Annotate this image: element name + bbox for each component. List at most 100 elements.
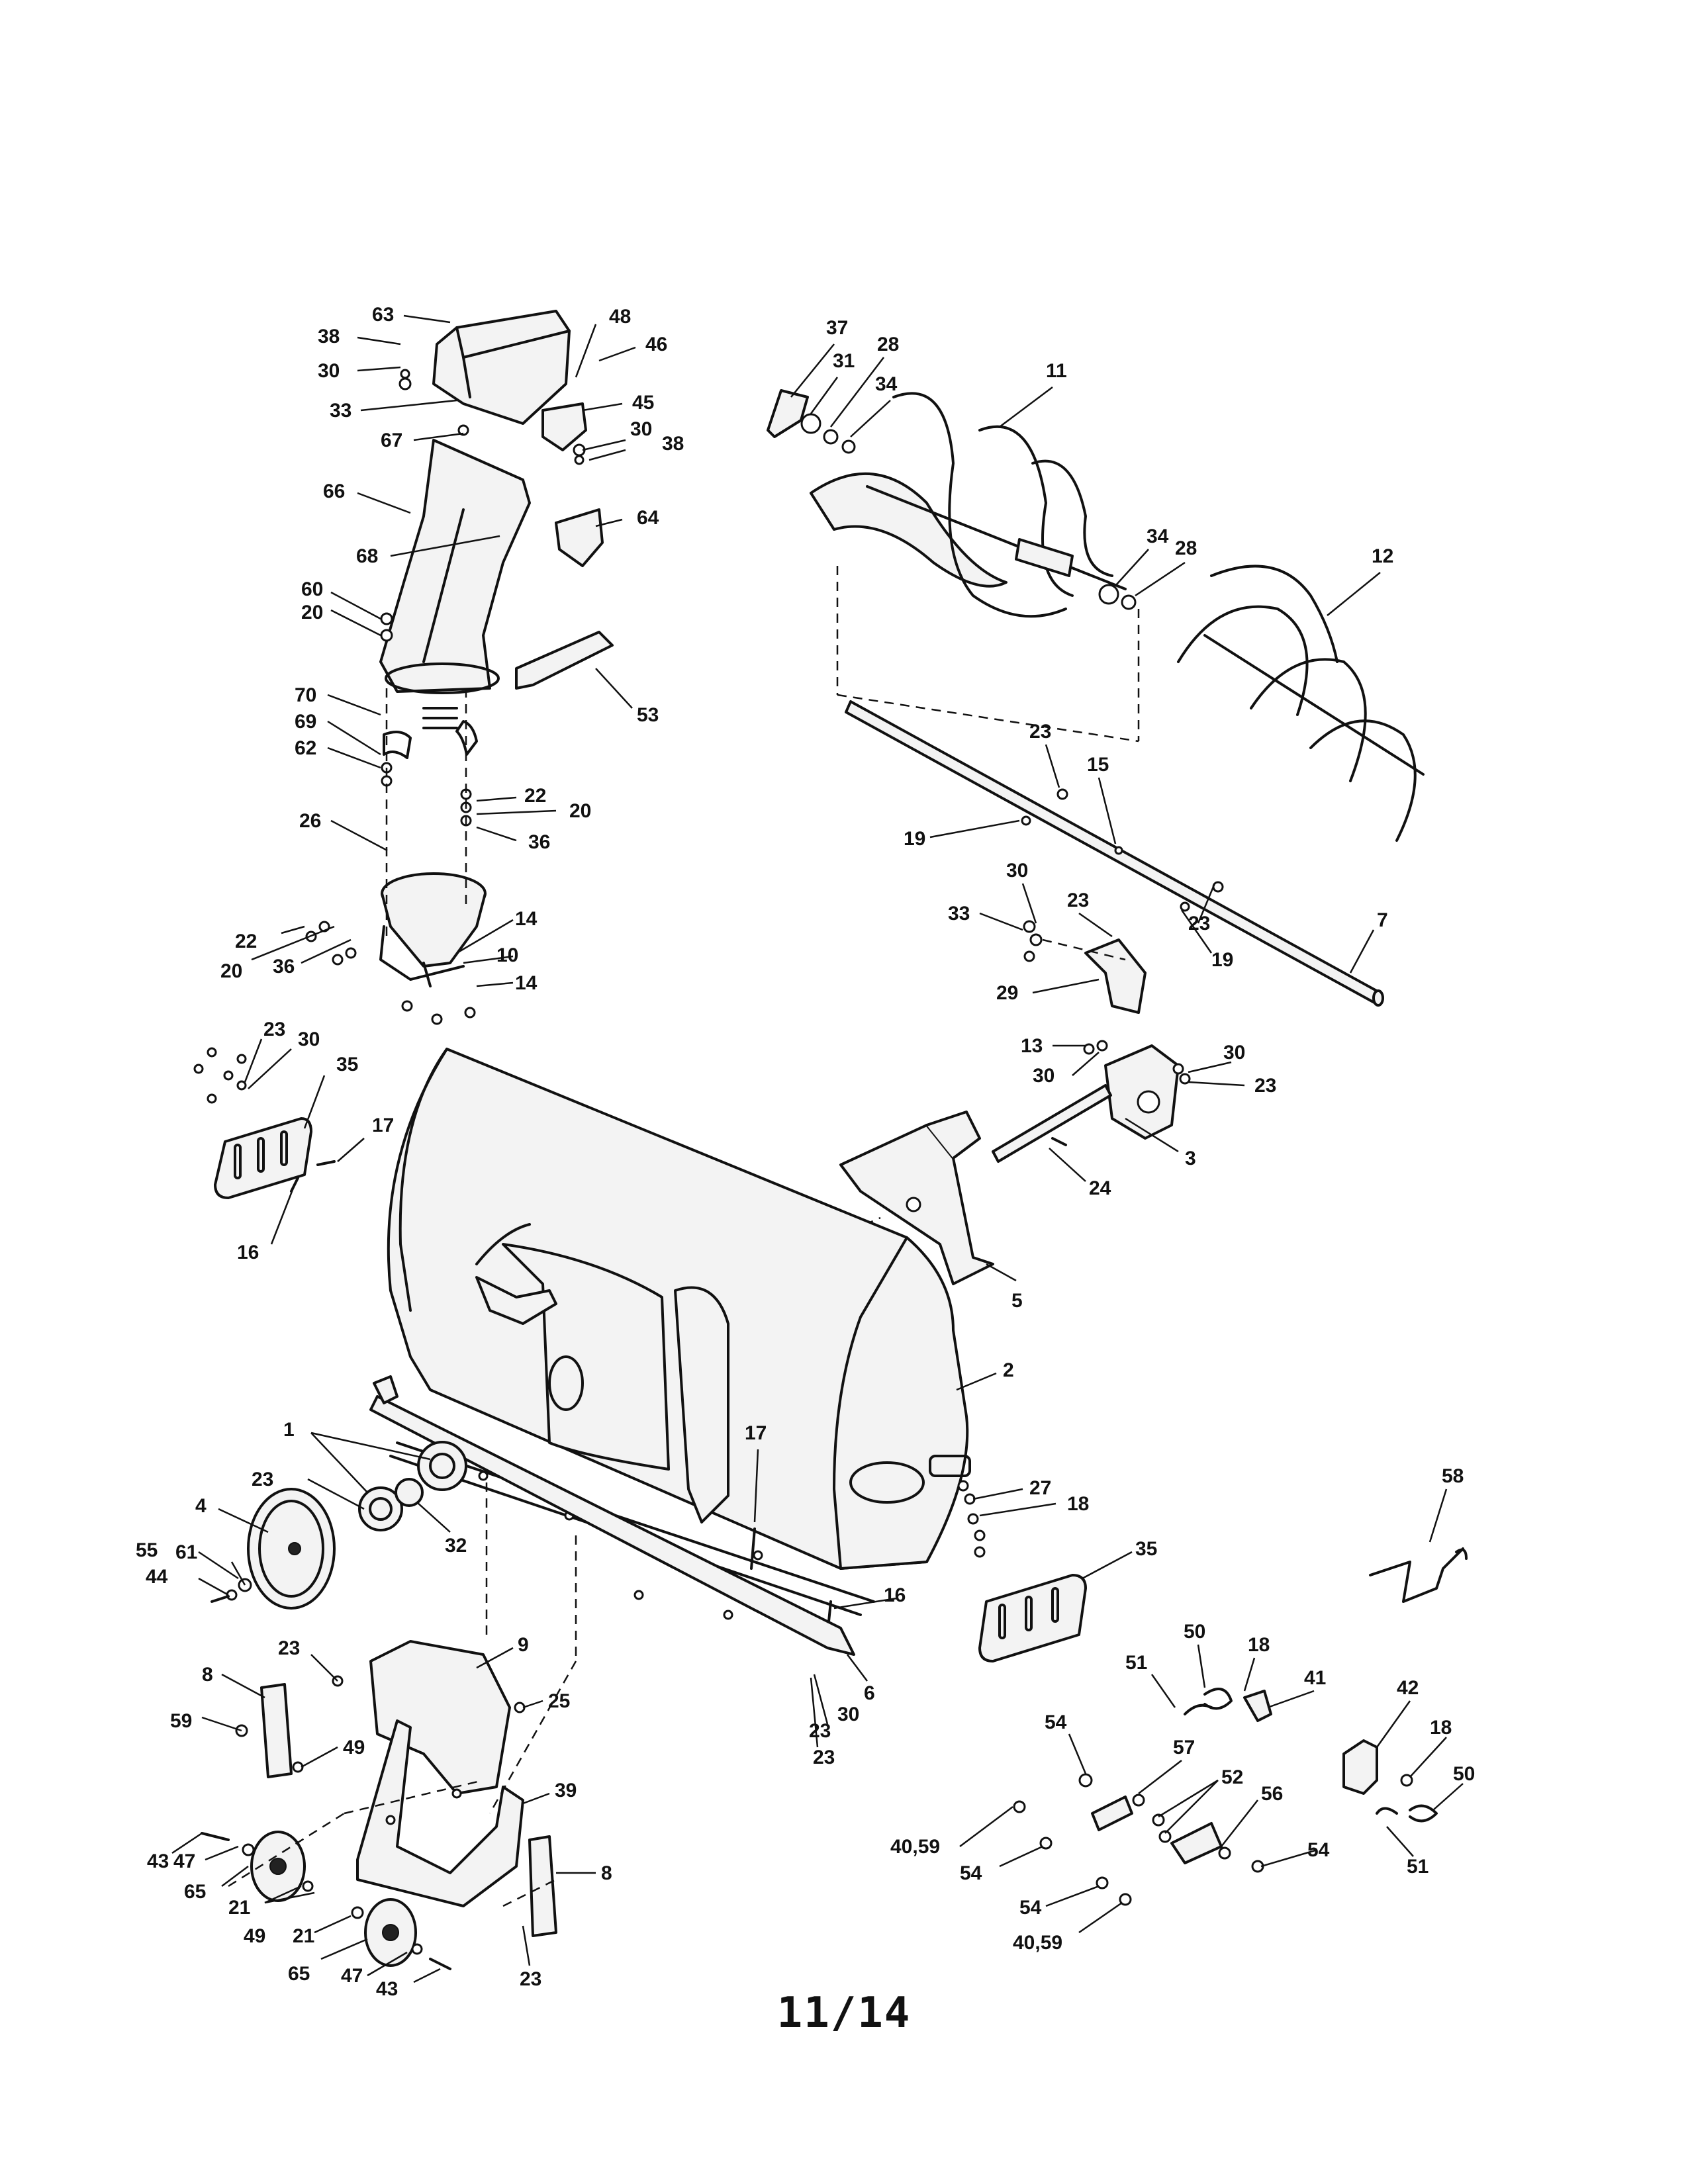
part-labels: 63 38 30 48 46 33 45 67 30 38 66 68 64 6… xyxy=(136,304,1475,2000)
part-label: 20 xyxy=(301,602,323,623)
part-label: 25 xyxy=(548,1690,570,1712)
idler-bracket-39 xyxy=(356,1719,524,1907)
part-label: 19 xyxy=(1211,949,1233,971)
part-label: 31 xyxy=(833,350,855,372)
part-label: 62 xyxy=(295,737,316,759)
gearbox-3 xyxy=(992,1040,1191,1163)
part-label: 68 xyxy=(356,545,378,567)
part-label: 4 xyxy=(195,1495,207,1517)
part-label: 14 xyxy=(515,972,538,994)
part-label: 65 xyxy=(184,1881,206,1903)
auger-pulley-4 xyxy=(211,1488,336,1610)
part-label: 23 xyxy=(1254,1075,1276,1097)
part-label: 30 xyxy=(1006,860,1028,882)
auger-dashed-box xyxy=(836,566,1140,743)
part-label: 30 xyxy=(318,360,340,382)
shift-rod-58 xyxy=(1369,1547,1468,1603)
part-label: 7 xyxy=(1377,909,1388,931)
part-label: 1 xyxy=(283,1419,295,1441)
part-label: 30 xyxy=(298,1028,320,1050)
part-label: 28 xyxy=(1175,537,1197,559)
part-label: 43 xyxy=(376,1978,398,2000)
part-label: 30 xyxy=(630,418,652,440)
part-label: 60 xyxy=(301,578,323,600)
part-label: 49 xyxy=(244,1925,265,1947)
part-label: 8 xyxy=(202,1664,213,1686)
auger-left-11 xyxy=(810,392,1127,618)
part-label: 33 xyxy=(948,903,970,925)
chute-base-26 xyxy=(379,872,487,987)
part-label: 9 xyxy=(518,1634,529,1656)
chute-deflector xyxy=(432,310,571,425)
part-label: 51 xyxy=(1407,1856,1429,1878)
part-label: 41 xyxy=(1304,1667,1326,1689)
discharge-chute xyxy=(379,439,531,694)
part-label: 43 xyxy=(147,1850,169,1872)
part-label: 54 xyxy=(960,1862,982,1884)
part-label: 36 xyxy=(273,956,295,978)
part-label: 22 xyxy=(235,931,257,952)
chute-clamps xyxy=(383,707,478,759)
bearing-flange-1 xyxy=(358,1441,467,1531)
part-label: 23 xyxy=(1188,913,1210,934)
part-label: 34 xyxy=(875,373,898,395)
part-label: 16 xyxy=(884,1584,906,1606)
part-label: 55 xyxy=(136,1539,158,1561)
part-label: 58 xyxy=(1442,1465,1464,1487)
part-label: 36 xyxy=(528,831,550,853)
part-label: 20 xyxy=(220,960,242,982)
part-label: 57 xyxy=(1173,1737,1195,1758)
part-label: 54 xyxy=(1019,1897,1042,1919)
part-label: 66 xyxy=(323,480,345,502)
part-label: 38 xyxy=(318,326,340,347)
part-label: 3 xyxy=(1185,1148,1196,1169)
shaft-hardware xyxy=(1021,788,1224,912)
part-label: 12 xyxy=(1372,545,1393,567)
part-label: 35 xyxy=(1135,1538,1157,1560)
part-label: 65 xyxy=(288,1963,310,1985)
chute-guide-53 xyxy=(515,631,614,690)
belt-keeper-8 xyxy=(235,1683,557,1937)
scraper-bar-6 xyxy=(369,1375,855,1656)
chute-dashed-alignment xyxy=(385,688,467,940)
part-label: 56 xyxy=(1261,1783,1283,1805)
part-label: 30 xyxy=(837,1704,859,1725)
auger-shaft-7 xyxy=(845,700,1384,1007)
part-label: 19 xyxy=(904,828,925,850)
part-label: 67 xyxy=(381,430,402,451)
part-label: 28 xyxy=(877,334,899,355)
part-label: 52 xyxy=(1221,1766,1243,1788)
part-label: 48 xyxy=(609,306,631,328)
part-label: 18 xyxy=(1248,1634,1270,1656)
part-label: 30 xyxy=(1033,1065,1055,1087)
part-label: 6 xyxy=(864,1682,875,1704)
part-label: 51 xyxy=(1125,1652,1147,1674)
part-label: 18 xyxy=(1430,1717,1452,1739)
part-label: 64 xyxy=(637,507,659,529)
part-label: 35 xyxy=(336,1054,358,1075)
part-label: 20 xyxy=(569,800,591,822)
part-label: 22 xyxy=(524,785,546,807)
part-label: 69 xyxy=(295,711,316,733)
part-label: 47 xyxy=(341,1965,363,1987)
part-label: 38 xyxy=(662,433,684,455)
part-label: 23 xyxy=(252,1469,273,1490)
idler-pulleys xyxy=(201,1831,451,1970)
part-label: 17 xyxy=(372,1115,394,1136)
part-label: 23 xyxy=(263,1019,285,1040)
part-label: 37 xyxy=(826,317,848,339)
part-label: 11 xyxy=(1046,360,1067,382)
part-label: 21 xyxy=(228,1897,250,1919)
skid-shoe-left-35 xyxy=(193,1047,336,1199)
part-label: 10 xyxy=(496,944,518,966)
part-label: 40,59 xyxy=(1013,1932,1062,1954)
part-label: 49 xyxy=(343,1737,365,1758)
part-label: 39 xyxy=(555,1780,577,1801)
part-label: 50 xyxy=(1453,1763,1475,1785)
leader-lines xyxy=(171,314,1464,1983)
chute-deflector-bracket xyxy=(541,402,587,451)
part-label: 23 xyxy=(809,1720,831,1742)
part-label: 47 xyxy=(173,1850,195,1872)
linkage-parts xyxy=(1013,1688,1438,1906)
